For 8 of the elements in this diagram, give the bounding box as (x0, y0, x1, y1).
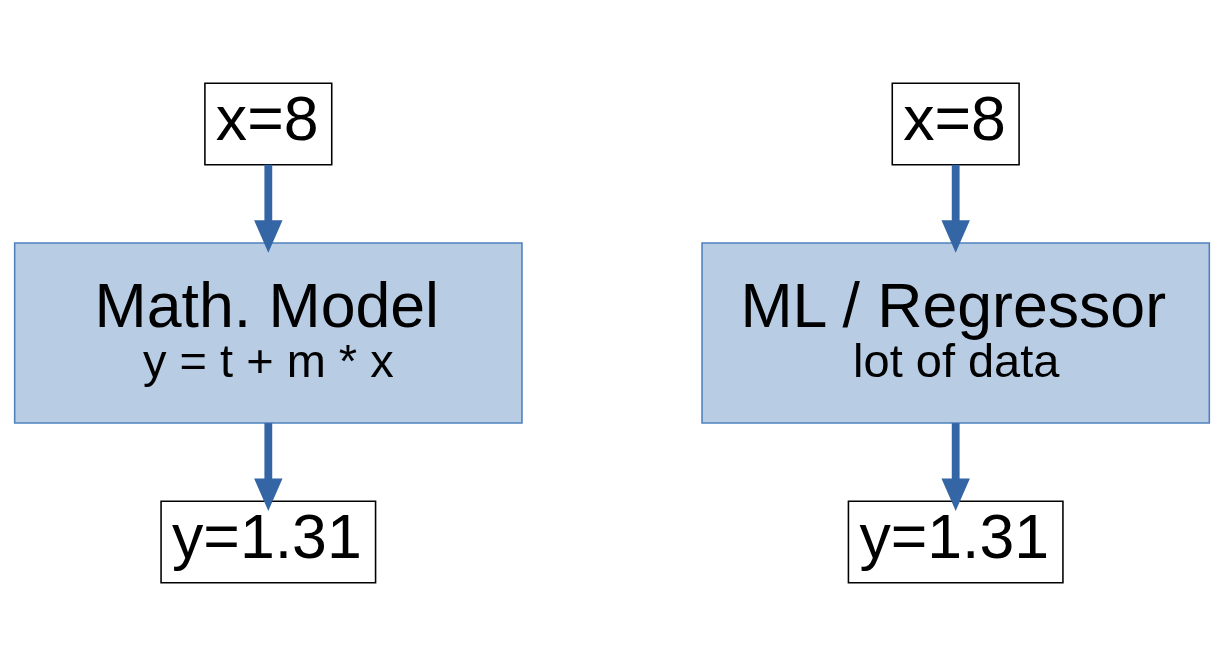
node-box: x=8 (891, 81, 1020, 165)
node-box: Math. Model y = t + m * x (13, 241, 523, 424)
node-box: ML / Regressor lot of data (701, 241, 1211, 424)
arrow (941, 422, 970, 511)
node-box: y=1.31 (160, 500, 377, 584)
node-box: x=8 (204, 81, 333, 165)
node-box: y=1.31 (847, 500, 1064, 584)
arrow (254, 422, 283, 511)
